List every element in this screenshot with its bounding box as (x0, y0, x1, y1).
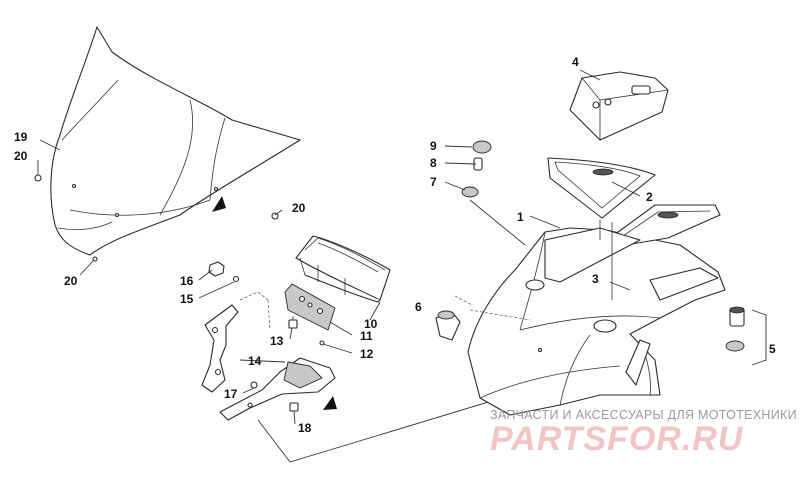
bolt-13 (288, 316, 298, 329)
screw-20-left (34, 174, 42, 182)
callout-15: 15 (180, 292, 194, 306)
cover-box[interactable] (569, 71, 669, 141)
leader-lines (37, 69, 641, 425)
callout-20b: 20 (292, 201, 306, 215)
callout-2: 2 (646, 190, 653, 204)
callout-19: 19 (14, 130, 28, 144)
callout-18: 18 (298, 421, 312, 435)
callout-9: 9 (430, 139, 437, 153)
callout-8: 8 (430, 156, 437, 170)
fastener-5 (725, 306, 745, 352)
callout-7: 7 (430, 175, 437, 189)
callout-12: 12 (360, 347, 374, 361)
side-trim-panel[interactable] (544, 227, 719, 301)
callout-11: 11 (360, 329, 373, 343)
callout-16: 16 (180, 274, 194, 288)
watermark-tagline: ЗАПЧАСТИ И АКСЕССУАРЫ ДЛЯ МОТОТЕХНИКИ (490, 408, 797, 422)
callout-14: 14 (248, 354, 262, 368)
grommet-7 (461, 186, 479, 198)
callout-20a: 20 (14, 149, 28, 163)
callout-1: 1 (517, 210, 524, 224)
direction-arrow (212, 196, 226, 212)
direction-arrow-2 (323, 396, 337, 410)
vent-panel-upper[interactable] (547, 157, 656, 219)
mount-bracket-lower[interactable] (219, 357, 336, 421)
nut-16 (208, 261, 225, 277)
hood-panel[interactable] (467, 227, 726, 416)
watermark-brand: PARTSFOR.RU (490, 420, 744, 458)
screw-20-right (271, 212, 279, 220)
washer-15 (232, 275, 240, 283)
instrument-gauge[interactable] (295, 235, 391, 303)
callout-13: 13 (270, 334, 284, 348)
gauge-bracket[interactable] (284, 283, 336, 331)
callout-10: 10 (364, 317, 378, 331)
bolt-18 (289, 402, 299, 412)
mount-bracket-upper[interactable] (201, 304, 239, 393)
windshield[interactable] (50, 26, 301, 262)
callout-20c: 20 (64, 274, 78, 288)
callout-3: 3 (592, 272, 599, 286)
callout-4: 4 (572, 55, 579, 69)
callout-6: 6 (415, 300, 422, 314)
bolt-17 (250, 381, 258, 389)
callout-17: 17 (224, 387, 238, 401)
cap-9 (472, 140, 492, 154)
switch-6 (435, 310, 461, 341)
callout-5: 5 (769, 342, 776, 356)
